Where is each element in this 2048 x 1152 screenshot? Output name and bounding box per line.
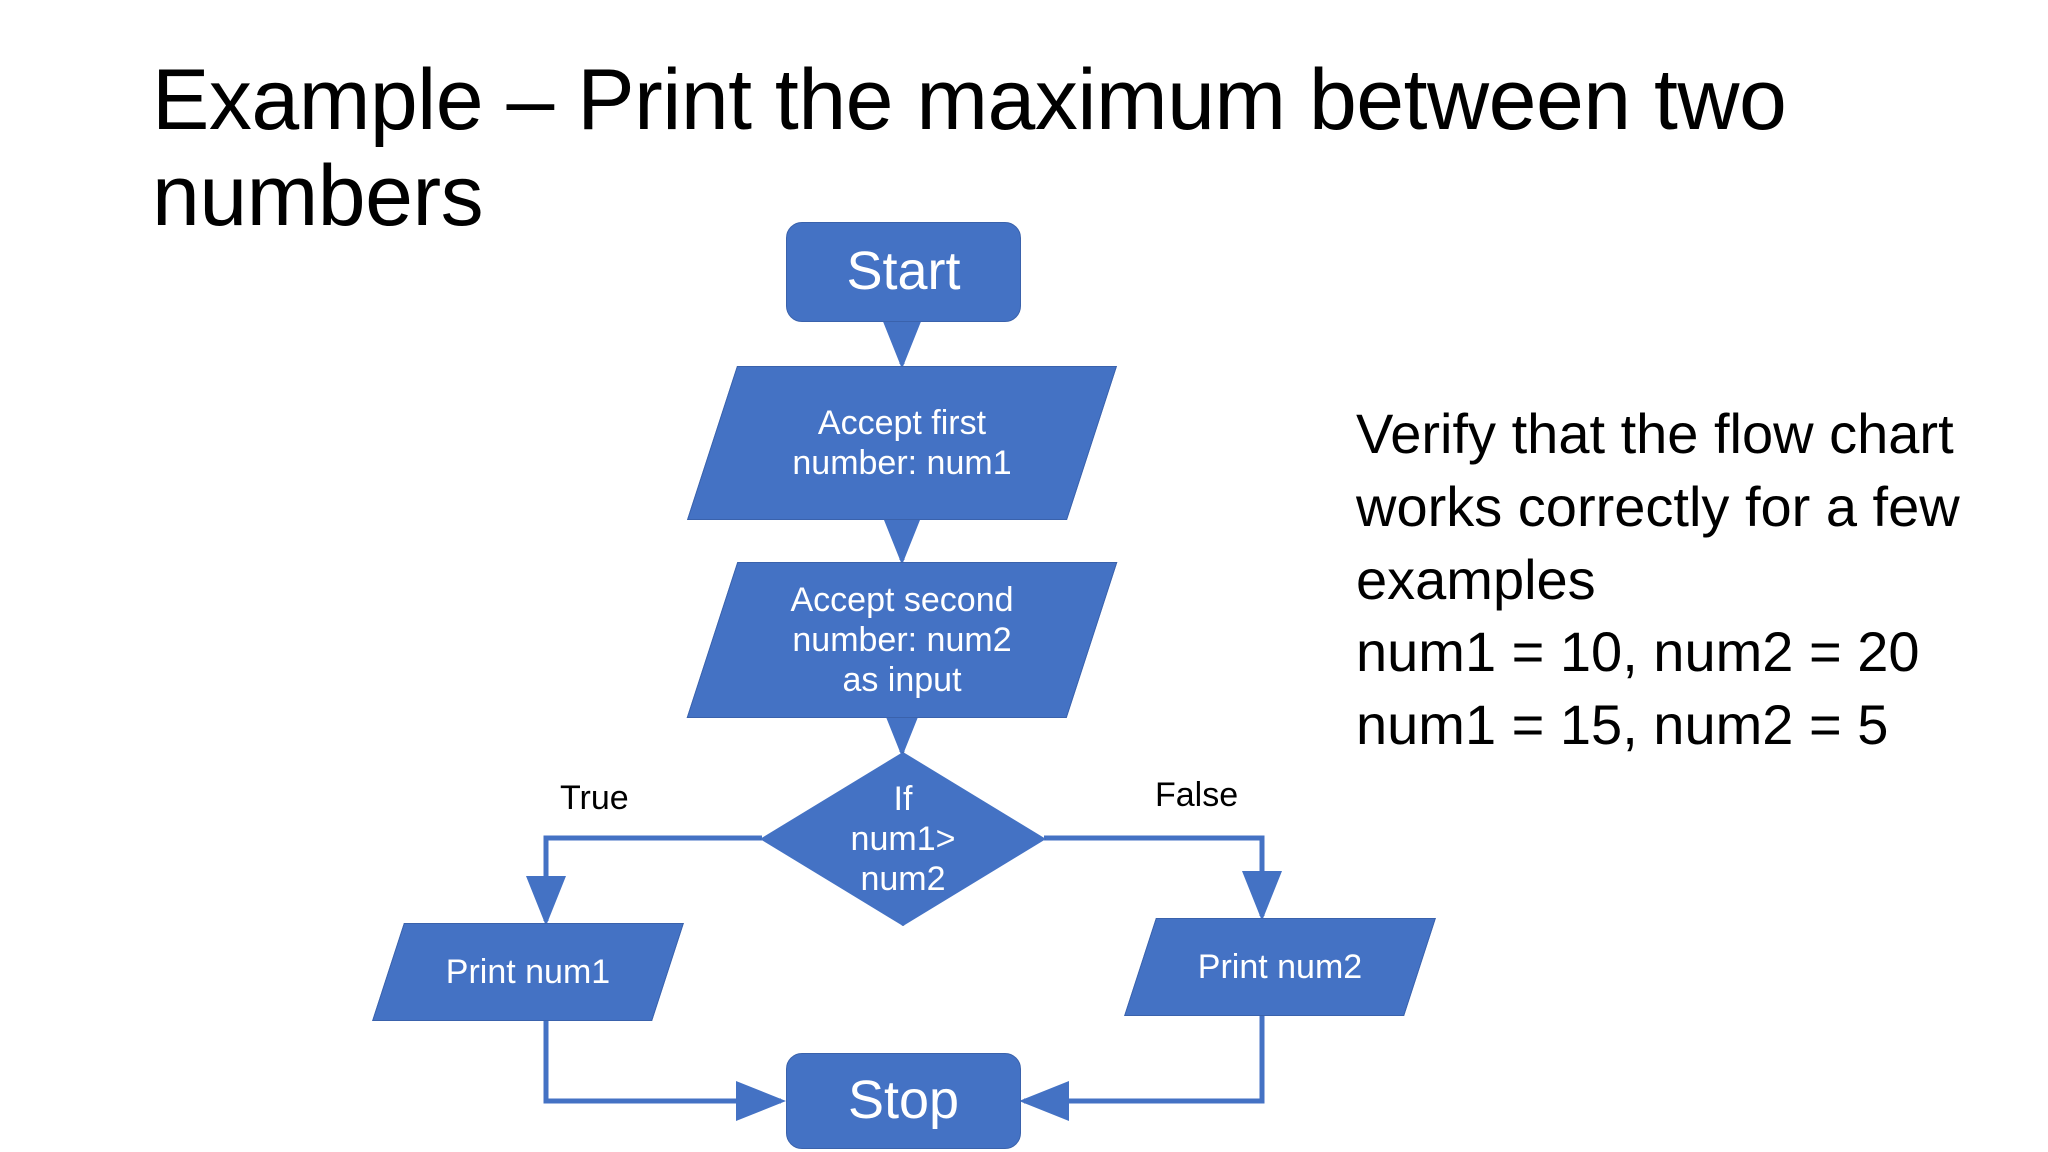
flow-node-print-num1-label: Print num1 — [445, 952, 611, 991]
flow-node-stop[interactable]: Stop — [786, 1053, 1021, 1149]
edge-print-num2-to-stop — [1019, 1016, 1265, 1121]
flow-node-decision-label: If num1> num2 — [850, 779, 956, 899]
edge-decision-false-to-print-num2 — [1044, 835, 1282, 921]
branch-label-false: False — [1155, 776, 1239, 814]
notes-text: Verify that the flow chart works correct… — [1356, 402, 1960, 757]
flow-node-stop-label: Stop — [847, 1070, 960, 1131]
flow-node-input-second-number-label: Accept second number: num2 as input — [790, 580, 1014, 700]
flow-node-input-first-number-label: Accept first number: num1 — [792, 403, 1012, 482]
branch-label-true: True — [560, 779, 629, 817]
page-title: Example – Print the maximum between two … — [152, 52, 1810, 245]
flow-node-input-first-number[interactable]: Accept first number: num1 — [712, 366, 1092, 520]
flow-node-start-label: Start — [846, 241, 961, 302]
flow-node-print-num2-label: Print num2 — [1197, 947, 1363, 986]
flow-node-start[interactable]: Start — [786, 222, 1021, 322]
flow-node-print-num1[interactable]: Print num1 — [388, 923, 668, 1021]
edge-print-num1-to-stop — [543, 1021, 786, 1121]
flow-node-decision[interactable]: If num1> num2 — [760, 752, 1046, 926]
edge-decision-true-to-print-num1 — [526, 835, 762, 926]
flow-node-print-num2[interactable]: Print num2 — [1140, 918, 1420, 1016]
flow-node-input-second-number[interactable]: Accept second number: num2 as input — [712, 562, 1092, 718]
